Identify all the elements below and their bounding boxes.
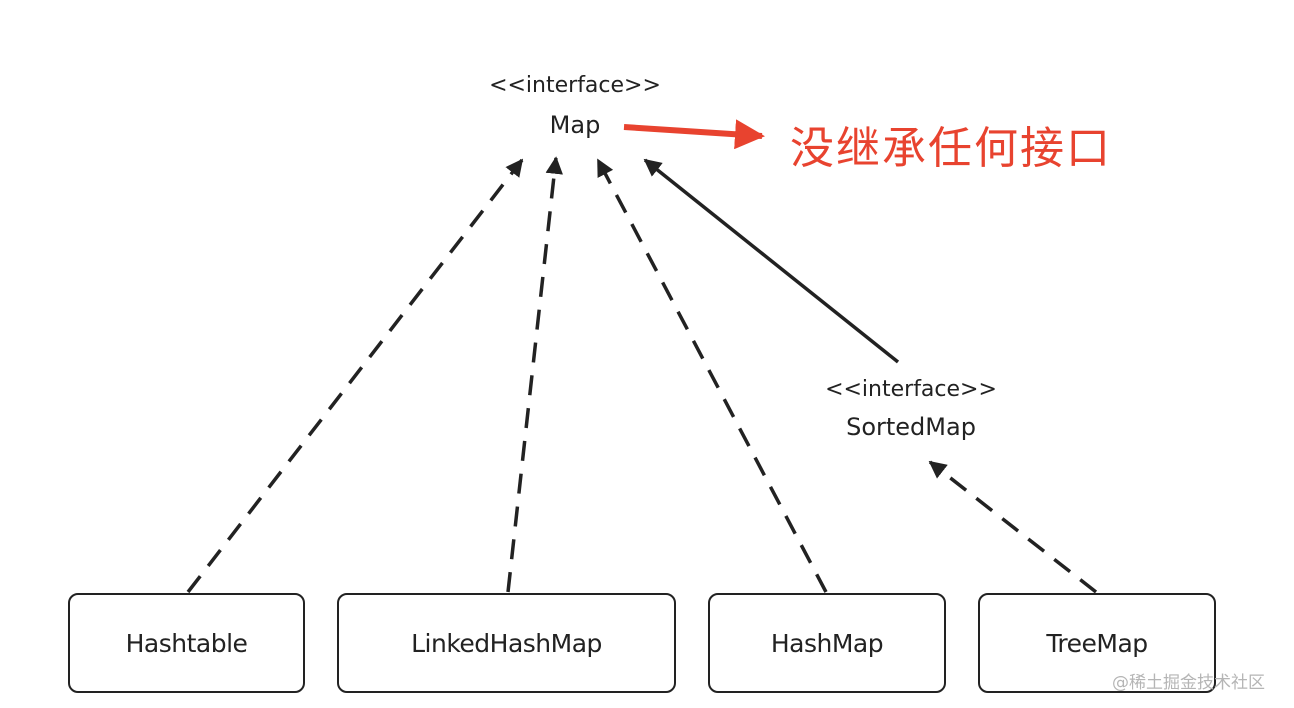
hashtable-class-box: Hashtable <box>68 593 305 693</box>
linkedhashmap-class-name: LinkedHashMap <box>411 628 602 658</box>
treemap-to-sortedmap-arrow <box>928 460 1098 594</box>
annotation-arrow <box>623 119 765 150</box>
sortedmap-stereotype: <<interface>> <box>825 377 997 402</box>
linkedhashmap-to-map-arrow <box>506 156 563 593</box>
sortedmap-interface-name: SortedMap <box>846 413 976 441</box>
hashmap-class-box: HashMap <box>708 593 946 693</box>
sortedmap-to-map-arrow <box>643 158 900 364</box>
treemap-class-name: TreeMap <box>1046 628 1148 658</box>
map-stereotype: <<interface>> <box>489 73 661 98</box>
hashtable-class-name: Hashtable <box>125 628 248 658</box>
hashmap-class-name: HashMap <box>770 628 884 658</box>
hashtable-to-map-arrow <box>186 158 524 594</box>
hashmap-to-map-arrow <box>596 158 828 593</box>
annotation-text: 没继承任何接口 <box>790 123 1112 174</box>
linkedhashmap-class-box: LinkedHashMap <box>337 593 676 693</box>
watermark: @稀土掘金技术社区 <box>1112 673 1265 693</box>
map-interface-name: Map <box>549 111 601 139</box>
treemap-class-box: TreeMap <box>978 593 1216 693</box>
